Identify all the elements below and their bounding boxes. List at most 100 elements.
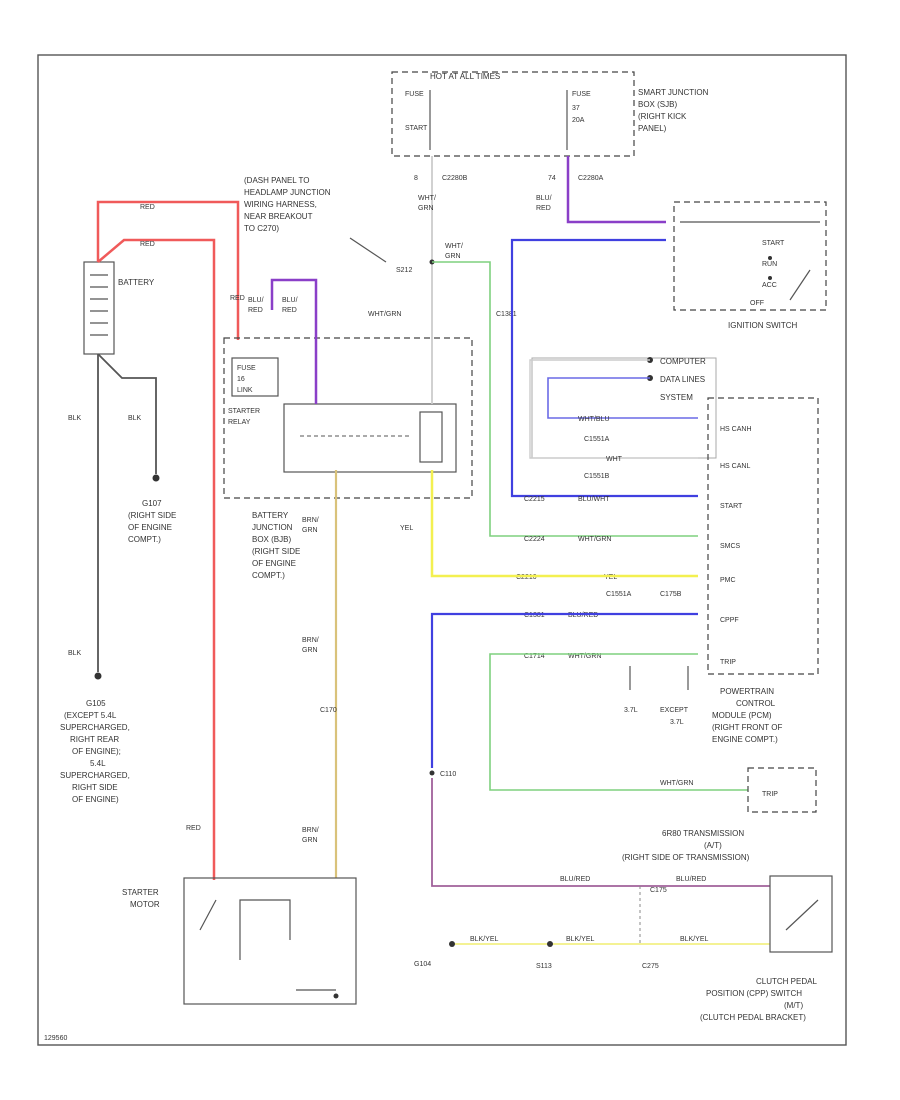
svg-text:POSITION (CPP) SWITCH: POSITION (CPP) SWITCH: [706, 989, 802, 998]
svg-text:RELAY: RELAY: [228, 419, 251, 426]
svg-text:PANEL): PANEL): [638, 124, 667, 133]
svg-text:RED: RED: [140, 204, 155, 211]
svg-text:C1381: C1381: [524, 612, 545, 619]
svg-text:ACC: ACC: [762, 282, 777, 289]
svg-text:C110: C110: [440, 771, 456, 778]
svg-text:C175: C175: [650, 887, 667, 894]
svg-text:RIGHT SIDE: RIGHT SIDE: [72, 783, 118, 792]
svg-text:WHT/GRN: WHT/GRN: [368, 311, 401, 318]
svg-text:16: 16: [237, 376, 245, 383]
svg-text:BLK/YEL: BLK/YEL: [470, 936, 499, 943]
svg-text:G107: G107: [142, 499, 162, 508]
svg-text:CLUTCH PEDAL: CLUTCH PEDAL: [756, 977, 817, 986]
svg-text:SYSTEM: SYSTEM: [660, 393, 693, 402]
svg-text:(CLUTCH PEDAL BRACKET): (CLUTCH PEDAL BRACKET): [700, 1013, 806, 1022]
svg-text:YEL: YEL: [400, 525, 413, 532]
svg-text:(EXCEPT 5.4L: (EXCEPT 5.4L: [64, 711, 117, 720]
svg-text:RED: RED: [140, 241, 155, 248]
wire-blu-red-ign: [566, 156, 666, 224]
svg-text:C2280A: C2280A: [578, 175, 604, 182]
svg-text:G104: G104: [414, 961, 431, 968]
svg-text:(DASH PANEL TO: (DASH PANEL TO: [244, 176, 310, 185]
trip-sensor: TRIP: [747, 767, 817, 813]
svg-text:BATTERY: BATTERY: [118, 278, 155, 287]
svg-text:WHT/GRN: WHT/GRN: [568, 653, 601, 660]
svg-text:TO C270): TO C270): [244, 224, 279, 233]
svg-text:6R80 TRANSMISSION: 6R80 TRANSMISSION: [662, 829, 744, 838]
svg-text:GRN: GRN: [445, 253, 461, 260]
svg-text:BLU/RED: BLU/RED: [560, 876, 590, 883]
svg-text:BLK: BLK: [128, 415, 142, 422]
svg-text:129560: 129560: [44, 1035, 67, 1042]
svg-text:RED: RED: [248, 307, 263, 314]
svg-text:BLK/YEL: BLK/YEL: [680, 936, 709, 943]
svg-text:WHT/: WHT/: [418, 195, 436, 202]
computer-data-lines: COMPUTER DATA LINES SYSTEM: [529, 357, 717, 459]
svg-text:S212: S212: [396, 267, 412, 274]
svg-text:LINK: LINK: [237, 387, 253, 394]
svg-text:OFF: OFF: [750, 300, 764, 307]
svg-text:HS CANH: HS CANH: [720, 426, 752, 433]
svg-text:C1714: C1714: [524, 653, 545, 660]
svg-text:C2215: C2215: [524, 496, 545, 503]
svg-text:C2224: C2224: [524, 536, 545, 543]
wire-wht-grn-trip: [489, 653, 748, 791]
powertrain-control-module: HS CANH HS CANL START SMCS PMC CPPF TRIP…: [516, 397, 819, 744]
svg-text:SUPERCHARGED,: SUPERCHARGED,: [60, 723, 130, 732]
wire-blu-red-relay: [270, 278, 318, 404]
svg-text:(RIGHT SIDE: (RIGHT SIDE: [252, 547, 300, 556]
transmission-label: 6R80 TRANSMISSION (A/T) (RIGHT SIDE OF T…: [622, 829, 750, 862]
svg-text:CPPF: CPPF: [720, 617, 739, 624]
svg-text:5.4L: 5.4L: [90, 759, 106, 768]
svg-text:SUPERCHARGED,: SUPERCHARGED,: [60, 771, 130, 780]
svg-text:BATTERY: BATTERY: [252, 511, 289, 520]
starter-motor: STARTER MOTOR: [122, 877, 357, 1005]
svg-text:C170: C170: [320, 707, 337, 714]
ignition-switch: START RUN ACC OFF IGNITION SWITCH: [673, 201, 827, 330]
svg-text:G105: G105: [86, 699, 106, 708]
svg-text:WHT/GRN: WHT/GRN: [578, 536, 611, 543]
splice-note: (DASH PANEL TO HEADLAMP JUNCTION WIRING …: [244, 176, 387, 263]
svg-text:START: START: [405, 125, 428, 132]
svg-text:BLU/: BLU/: [536, 195, 552, 202]
svg-text:GRN: GRN: [302, 647, 318, 654]
svg-text:POWERTRAIN: POWERTRAIN: [720, 687, 774, 696]
svg-text:RED: RED: [282, 307, 297, 314]
svg-text:JUNCTION: JUNCTION: [252, 523, 293, 532]
svg-text:BLU/RED: BLU/RED: [676, 876, 706, 883]
svg-text:FUSE: FUSE: [572, 91, 591, 98]
svg-text:EXCEPT: EXCEPT: [660, 707, 689, 714]
svg-text:BRN/: BRN/: [302, 637, 319, 644]
svg-text:BRN/: BRN/: [302, 827, 319, 834]
svg-text:(M/T): (M/T): [784, 1001, 803, 1010]
svg-text:STARTER: STARTER: [228, 408, 260, 415]
svg-text:TRIP: TRIP: [720, 659, 736, 666]
svg-text:3.7L: 3.7L: [670, 719, 684, 726]
svg-text:FUSE: FUSE: [237, 365, 256, 372]
svg-text:74: 74: [548, 175, 556, 182]
svg-text:IGNITION SWITCH: IGNITION SWITCH: [728, 321, 798, 330]
diagram-frame: [37, 54, 847, 1046]
svg-text:OF ENGINE): OF ENGINE): [72, 795, 119, 804]
svg-text:(RIGHT FRONT OF: (RIGHT FRONT OF: [712, 723, 782, 732]
svg-text:HOT AT ALL TIMES: HOT AT ALL TIMES: [430, 72, 500, 81]
svg-text:TRIP: TRIP: [762, 791, 778, 798]
svg-text:WIRING HARNESS,: WIRING HARNESS,: [244, 200, 317, 209]
svg-text:OF ENGINE: OF ENGINE: [252, 559, 296, 568]
wire-blk-to-g107: [97, 353, 157, 474]
svg-text:BLU/RED: BLU/RED: [568, 612, 598, 619]
svg-text:(RIGHT SIDE OF TRANSMISSION): (RIGHT SIDE OF TRANSMISSION): [622, 853, 750, 862]
svg-text:BRN/: BRN/: [302, 517, 319, 524]
svg-text:(RIGHT SIDE: (RIGHT SIDE: [128, 511, 176, 520]
svg-text:BLU/WHT: BLU/WHT: [578, 496, 610, 503]
svg-text:3.7L: 3.7L: [624, 707, 638, 714]
svg-text:BLU/: BLU/: [282, 297, 298, 304]
svg-text:RIGHT REAR: RIGHT REAR: [70, 735, 119, 744]
svg-text:C175B: C175B: [660, 591, 682, 598]
svg-text:WHT/BLU: WHT/BLU: [578, 416, 610, 423]
svg-text:RED: RED: [186, 825, 201, 832]
wire-yel-pmc: [430, 470, 698, 578]
svg-text:COMPT.): COMPT.): [128, 535, 161, 544]
svg-text:WHT/GRN: WHT/GRN: [660, 780, 693, 787]
svg-text:C275: C275: [642, 963, 659, 970]
